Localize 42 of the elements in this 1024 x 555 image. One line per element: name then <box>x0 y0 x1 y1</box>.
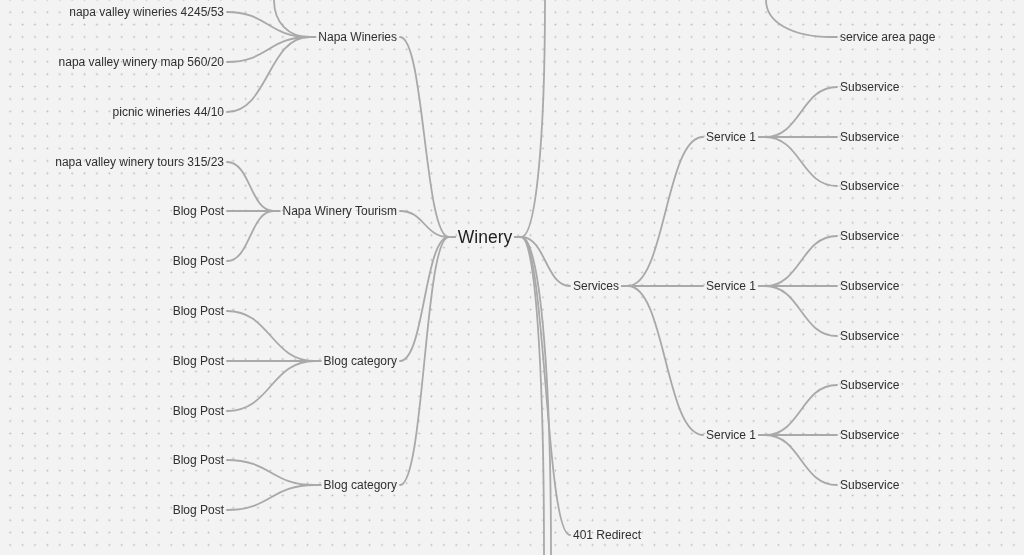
topic-label: Blog Post <box>169 203 227 219</box>
topic-label: Blog Post <box>169 452 227 468</box>
topic-label: napa valley winery map 560/20 <box>55 54 227 70</box>
topic-label: 401 Redirect <box>570 527 645 543</box>
topic-label: Subservice <box>837 278 903 294</box>
branch-line <box>758 285 838 337</box>
branch-line <box>758 136 838 187</box>
topic-label: Subservice <box>837 477 903 493</box>
topic-label: Subservice <box>837 427 903 443</box>
topic-label: Napa Wineries <box>315 29 400 45</box>
topic-label: picnic wineries 44/10 <box>109 104 227 120</box>
topic-label: Blog Post <box>169 303 227 319</box>
topic-label: Napa Winery Tourism <box>279 203 400 219</box>
topic-label: Blog Post <box>169 502 227 518</box>
topic-label: Subservice <box>837 79 903 95</box>
central-topic: Winery <box>454 226 516 248</box>
branch-line <box>226 484 322 511</box>
topic-label: service area page <box>837 29 939 45</box>
topic-label: Blog category <box>320 477 400 493</box>
branch-line <box>621 285 704 436</box>
branch-line <box>765 0 838 38</box>
topic-label: Blog Post <box>169 353 227 369</box>
topic-label: Blog Post <box>169 403 227 419</box>
topic-label: Service 1 <box>703 278 760 294</box>
topic-label: napa valley wineries 4245/53 <box>66 4 227 20</box>
topic-label: Subservice <box>837 228 903 244</box>
topic-label: Blog Post <box>169 253 227 269</box>
topic-label: Subservice <box>837 377 903 393</box>
branch-line <box>399 236 456 486</box>
branch-line <box>514 236 552 555</box>
topic-label: Service 1 <box>703 427 760 443</box>
branch-line <box>758 434 838 486</box>
topic-label: Service 1 <box>703 129 760 145</box>
topic-label: Subservice <box>837 328 903 344</box>
branch-line <box>273 0 317 38</box>
topic-label: Subservice <box>837 129 903 145</box>
topic-label: Subservice <box>837 178 903 194</box>
branch-line <box>226 210 281 262</box>
topic-label: Blog category <box>320 353 400 369</box>
topic-label: Services <box>570 278 622 294</box>
topic-label: napa valley winery tours 315/23 <box>52 154 227 170</box>
branch-line <box>226 360 322 412</box>
